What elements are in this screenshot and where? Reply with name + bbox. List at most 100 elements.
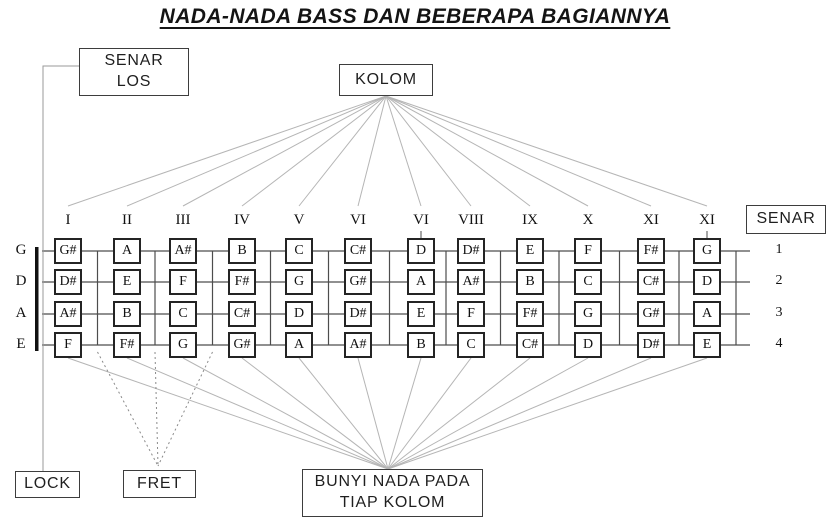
note-cell: A <box>285 332 313 358</box>
note-cell: A# <box>169 238 197 264</box>
bunyi-label-box: BUNYI NADA PADA TIAP KOLOM <box>302 469 483 517</box>
fret-label-box: FRET <box>123 470 196 498</box>
kolom-label: KOLOM <box>355 70 417 88</box>
kolom-fan-line <box>298 95 387 207</box>
bunyi-fan-line <box>182 357 389 470</box>
note-cell: D <box>574 332 602 358</box>
note-cell: C# <box>228 301 256 327</box>
note-cell: B <box>407 332 435 358</box>
column-header: IV <box>234 212 250 228</box>
fret-label: FRET <box>137 474 182 492</box>
kolom-fan-line <box>126 95 387 207</box>
note-cell: E <box>407 301 435 327</box>
note-cell: G <box>285 269 313 295</box>
bunyi-fan-line <box>67 357 389 470</box>
fret-pointer-dashed-line <box>97 351 159 467</box>
note-cell: F <box>169 269 197 295</box>
note-cell: G# <box>54 238 82 264</box>
kolom-fan-line <box>385 95 652 207</box>
kolom-fan-line <box>385 95 422 207</box>
string-label: A <box>15 305 27 321</box>
kolom-label-box: KOLOM <box>339 64 433 96</box>
column-header: IX <box>522 212 538 228</box>
string-number: 4 <box>775 336 783 351</box>
note-cell: F# <box>637 238 665 264</box>
note-cell: D <box>407 238 435 264</box>
bunyi-fan-line <box>387 357 472 470</box>
note-cell: F# <box>516 301 544 327</box>
kolom-fan-line <box>385 95 472 207</box>
note-cell: B <box>113 301 141 327</box>
senar-los-line2: LOS <box>116 73 152 90</box>
note-cell: G# <box>637 301 665 327</box>
note-cell: C# <box>637 269 665 295</box>
note-cell: B <box>228 238 256 264</box>
column-header: XI <box>643 212 659 228</box>
bunyi-fan-line <box>126 357 389 470</box>
note-cell: C <box>457 332 485 358</box>
bunyi-fan-line <box>387 357 708 470</box>
note-cell: E <box>693 332 721 358</box>
note-cell: G <box>169 332 197 358</box>
fret-pointer-dashed-line <box>157 351 213 467</box>
senar-los-label-box: SENAR LOS <box>79 48 189 96</box>
note-cell: F <box>457 301 485 327</box>
note-cell: E <box>516 238 544 264</box>
note-cell: C <box>169 301 197 327</box>
note-cell: C# <box>516 332 544 358</box>
column-header: X <box>582 212 594 228</box>
note-cell: D# <box>457 238 485 264</box>
page-title: NADA-NADA BASS DAN BEBERAPA BAGIANNYA <box>159 5 671 28</box>
senar-label-box: SENAR <box>746 205 826 234</box>
note-cell: A <box>407 269 435 295</box>
note-cell: E <box>113 269 141 295</box>
column-header: XI <box>699 212 715 228</box>
kolom-fan-line <box>357 95 387 207</box>
note-cell: D# <box>637 332 665 358</box>
bunyi-line1: BUNYI NADA PADA <box>314 473 471 491</box>
string-number: 1 <box>775 242 783 257</box>
string-number: 2 <box>775 273 783 288</box>
note-cell: G# <box>344 269 372 295</box>
string-number: 3 <box>775 305 783 320</box>
note-cell: F <box>574 238 602 264</box>
kolom-fan-line <box>67 95 387 207</box>
kolom-fan-line <box>385 95 531 207</box>
note-cell: B <box>516 269 544 295</box>
note-cell: A <box>113 238 141 264</box>
bunyi-fan-line <box>387 357 422 470</box>
bunyi-fan-line <box>357 357 389 470</box>
kolom-fan-line <box>182 95 387 207</box>
note-cell: A <box>693 301 721 327</box>
lock-label-box: LOCK <box>15 471 80 498</box>
column-header: I <box>65 212 71 228</box>
bunyi-fan-line <box>387 357 531 470</box>
column-header: II <box>122 212 132 228</box>
senar-los-line1: SENAR <box>104 52 164 70</box>
note-cell: D# <box>344 301 372 327</box>
note-cell: A# <box>54 301 82 327</box>
column-header: V <box>293 212 305 228</box>
note-cell: D# <box>54 269 82 295</box>
note-cell: G <box>693 238 721 264</box>
senar-label: SENAR <box>756 210 816 228</box>
note-cell: C <box>574 269 602 295</box>
kolom-fan-line <box>385 95 589 207</box>
note-cell: C <box>285 238 313 264</box>
note-cell: G# <box>228 332 256 358</box>
note-cell: D <box>285 301 313 327</box>
bunyi-line2: TIAP KOLOM <box>339 494 446 511</box>
column-header: III <box>175 212 191 228</box>
senar-los-lock-connector-line <box>42 65 79 471</box>
bunyi-fan-line <box>241 357 389 470</box>
fret-pointer-dashed-line <box>154 351 159 467</box>
nut-bar <box>35 247 39 351</box>
bunyi-fan-line <box>387 357 589 470</box>
string-label: E <box>16 336 26 352</box>
string-label: G <box>15 242 27 258</box>
column-header: VIII <box>458 212 484 228</box>
note-cell: A# <box>344 332 372 358</box>
kolom-fan-line <box>385 95 708 207</box>
